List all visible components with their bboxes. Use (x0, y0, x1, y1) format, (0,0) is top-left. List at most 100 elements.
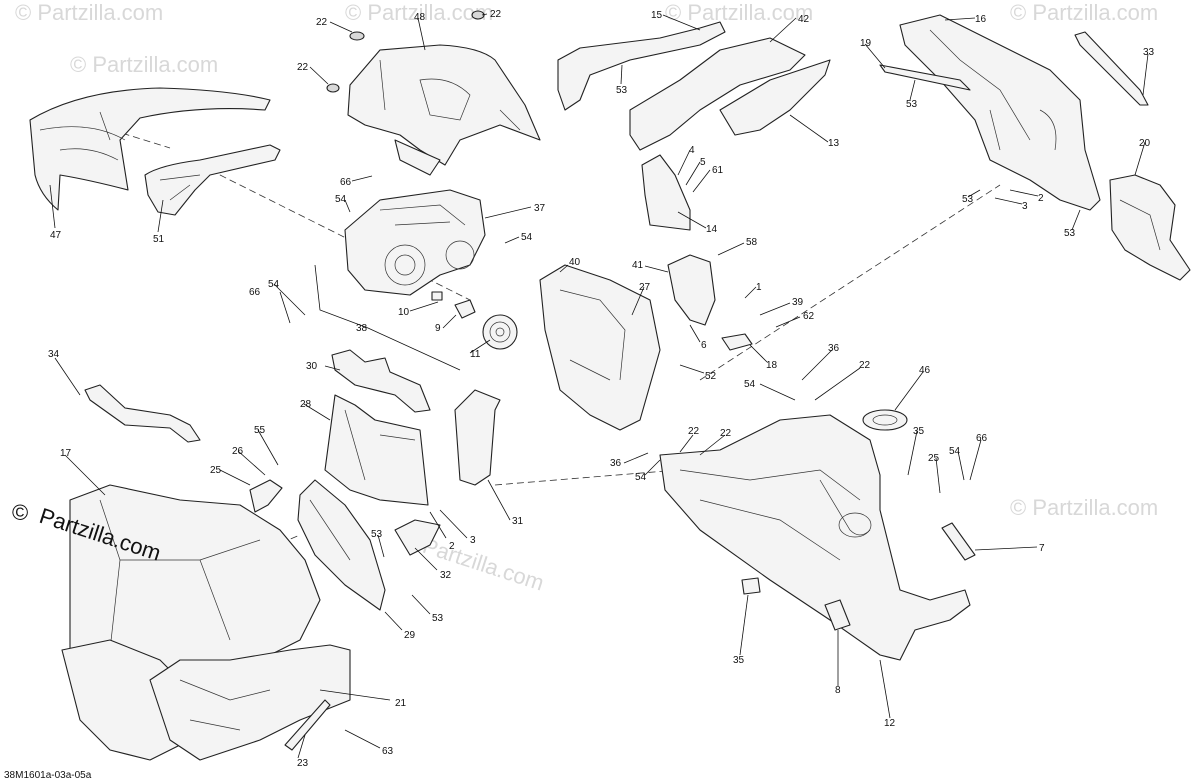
callout-37: 37 (534, 203, 546, 214)
part-46-ring (862, 409, 908, 431)
callout-22: 22 (490, 9, 502, 20)
watermark-text: © Partzilla.com (70, 52, 218, 77)
watermark-text: © Partzilla.com (1010, 0, 1158, 25)
part-29-lower-panel (297, 479, 386, 611)
callout-62: 62 (803, 311, 815, 322)
callout-66: 66 (976, 433, 988, 444)
callout-36: 36 (828, 343, 840, 354)
callout-18: 18 (766, 360, 778, 371)
callout-51: 51 (153, 234, 165, 245)
callout-53: 53 (906, 99, 918, 110)
callout-29: 29 (404, 630, 416, 641)
callout-21: 21 (395, 698, 407, 709)
part-30-bracket (331, 349, 431, 413)
callout-63: 63 (382, 746, 394, 757)
callout-31: 31 (512, 516, 524, 527)
callout-1: 1 (756, 282, 762, 293)
callout-54: 54 (268, 279, 280, 290)
part-18-clip (721, 333, 753, 351)
callout-55: 55 (254, 425, 266, 436)
callout-32: 32 (440, 570, 452, 581)
callout-3: 3 (470, 535, 476, 546)
part-48-upper-console (347, 44, 541, 176)
part-15-top-trim (557, 21, 726, 111)
callout-42: 42 (798, 14, 810, 25)
callout-16: 16 (975, 14, 987, 25)
watermark-text: © Partzilla.com (665, 0, 813, 25)
callout-41: 41 (632, 260, 644, 271)
callout-35: 35 (733, 655, 745, 666)
part-8-pad (824, 599, 851, 631)
callout-46: 46 (919, 365, 931, 376)
callout-20: 20 (1139, 138, 1151, 149)
callout-5: 5 (700, 157, 706, 168)
callout-22: 22 (859, 360, 871, 371)
callout-66: 66 (340, 177, 352, 188)
callout-10: 10 (398, 307, 410, 318)
part-21-lower-trim (149, 644, 351, 761)
callout-53: 53 (616, 85, 628, 96)
part-25-latch (249, 479, 283, 513)
callout-47: 47 (50, 230, 62, 241)
callout-11: 11 (470, 349, 481, 360)
part-37-headlight-housing (344, 189, 486, 296)
callout-53: 53 (371, 529, 383, 540)
callout-15: 15 (651, 10, 663, 21)
callout-26: 26 (232, 446, 244, 457)
part-42-windscreen-trim (629, 37, 831, 151)
callout-8: 8 (835, 685, 841, 696)
part-32-cover (394, 519, 441, 556)
callout-53: 53 (432, 613, 444, 624)
part-12-main-body (659, 414, 971, 661)
callout-36: 36 (610, 458, 622, 469)
callout-19: 19 (860, 38, 872, 49)
leader-lines (49, 13, 1149, 759)
watermark-text: © Partzilla.com (15, 0, 163, 25)
part-28-panel (324, 394, 429, 506)
diagram-code: 38M1601a-03a-05a (4, 770, 92, 781)
part-22-grommets (326, 10, 485, 93)
callout-54: 54 (949, 446, 961, 457)
dashed-line (699, 184, 1001, 381)
part-47-front-cowl (29, 87, 271, 211)
part-23-rod (284, 699, 331, 751)
callout-38: 38 (356, 323, 368, 334)
callout-22: 22 (297, 62, 309, 73)
callout-54: 54 (335, 194, 347, 205)
callout-66: 66 (249, 287, 261, 298)
callout-4: 4 (689, 145, 695, 156)
callout-39: 39 (792, 297, 804, 308)
part-11-bulb (482, 314, 518, 350)
callout-22: 22 (688, 426, 700, 437)
part-14-bracket (641, 154, 691, 231)
callout-54: 54 (744, 379, 756, 390)
part-9-socket (454, 299, 476, 319)
callout-54: 54 (521, 232, 533, 243)
callout-53: 53 (1064, 228, 1076, 239)
part-7-strip (941, 522, 976, 561)
callout-6: 6 (701, 340, 707, 351)
part-31-side-trim (454, 389, 501, 486)
callout-9: 9 (435, 323, 441, 334)
part-41-bracket (667, 254, 716, 326)
part-19-rod (879, 64, 971, 91)
callout-28: 28 (300, 399, 312, 410)
callout-34: 34 (48, 349, 60, 360)
callout-13: 13 (828, 138, 840, 149)
part-34-strip (84, 384, 201, 443)
callout-labels: 47 51 22 48 22 22 66 54 37 54 66 54 10 9… (48, 9, 1155, 769)
callout-27: 27 (639, 282, 651, 293)
watermark-text: © Partzilla.com (345, 0, 493, 25)
callout-12: 12 (884, 718, 896, 729)
callout-3: 3 (1022, 201, 1028, 212)
watermark-text: © Partzilla.com (1010, 495, 1158, 520)
callout-40: 40 (569, 257, 581, 268)
callout-58: 58 (746, 237, 758, 248)
callout-22: 22 (316, 17, 328, 28)
part-10-connector (431, 291, 443, 301)
callout-14: 14 (706, 224, 718, 235)
callout-33: 33 (1143, 47, 1155, 58)
callout-35: 35 (913, 426, 925, 437)
callout-25: 25 (928, 453, 940, 464)
callout-25: 25 (210, 465, 222, 476)
